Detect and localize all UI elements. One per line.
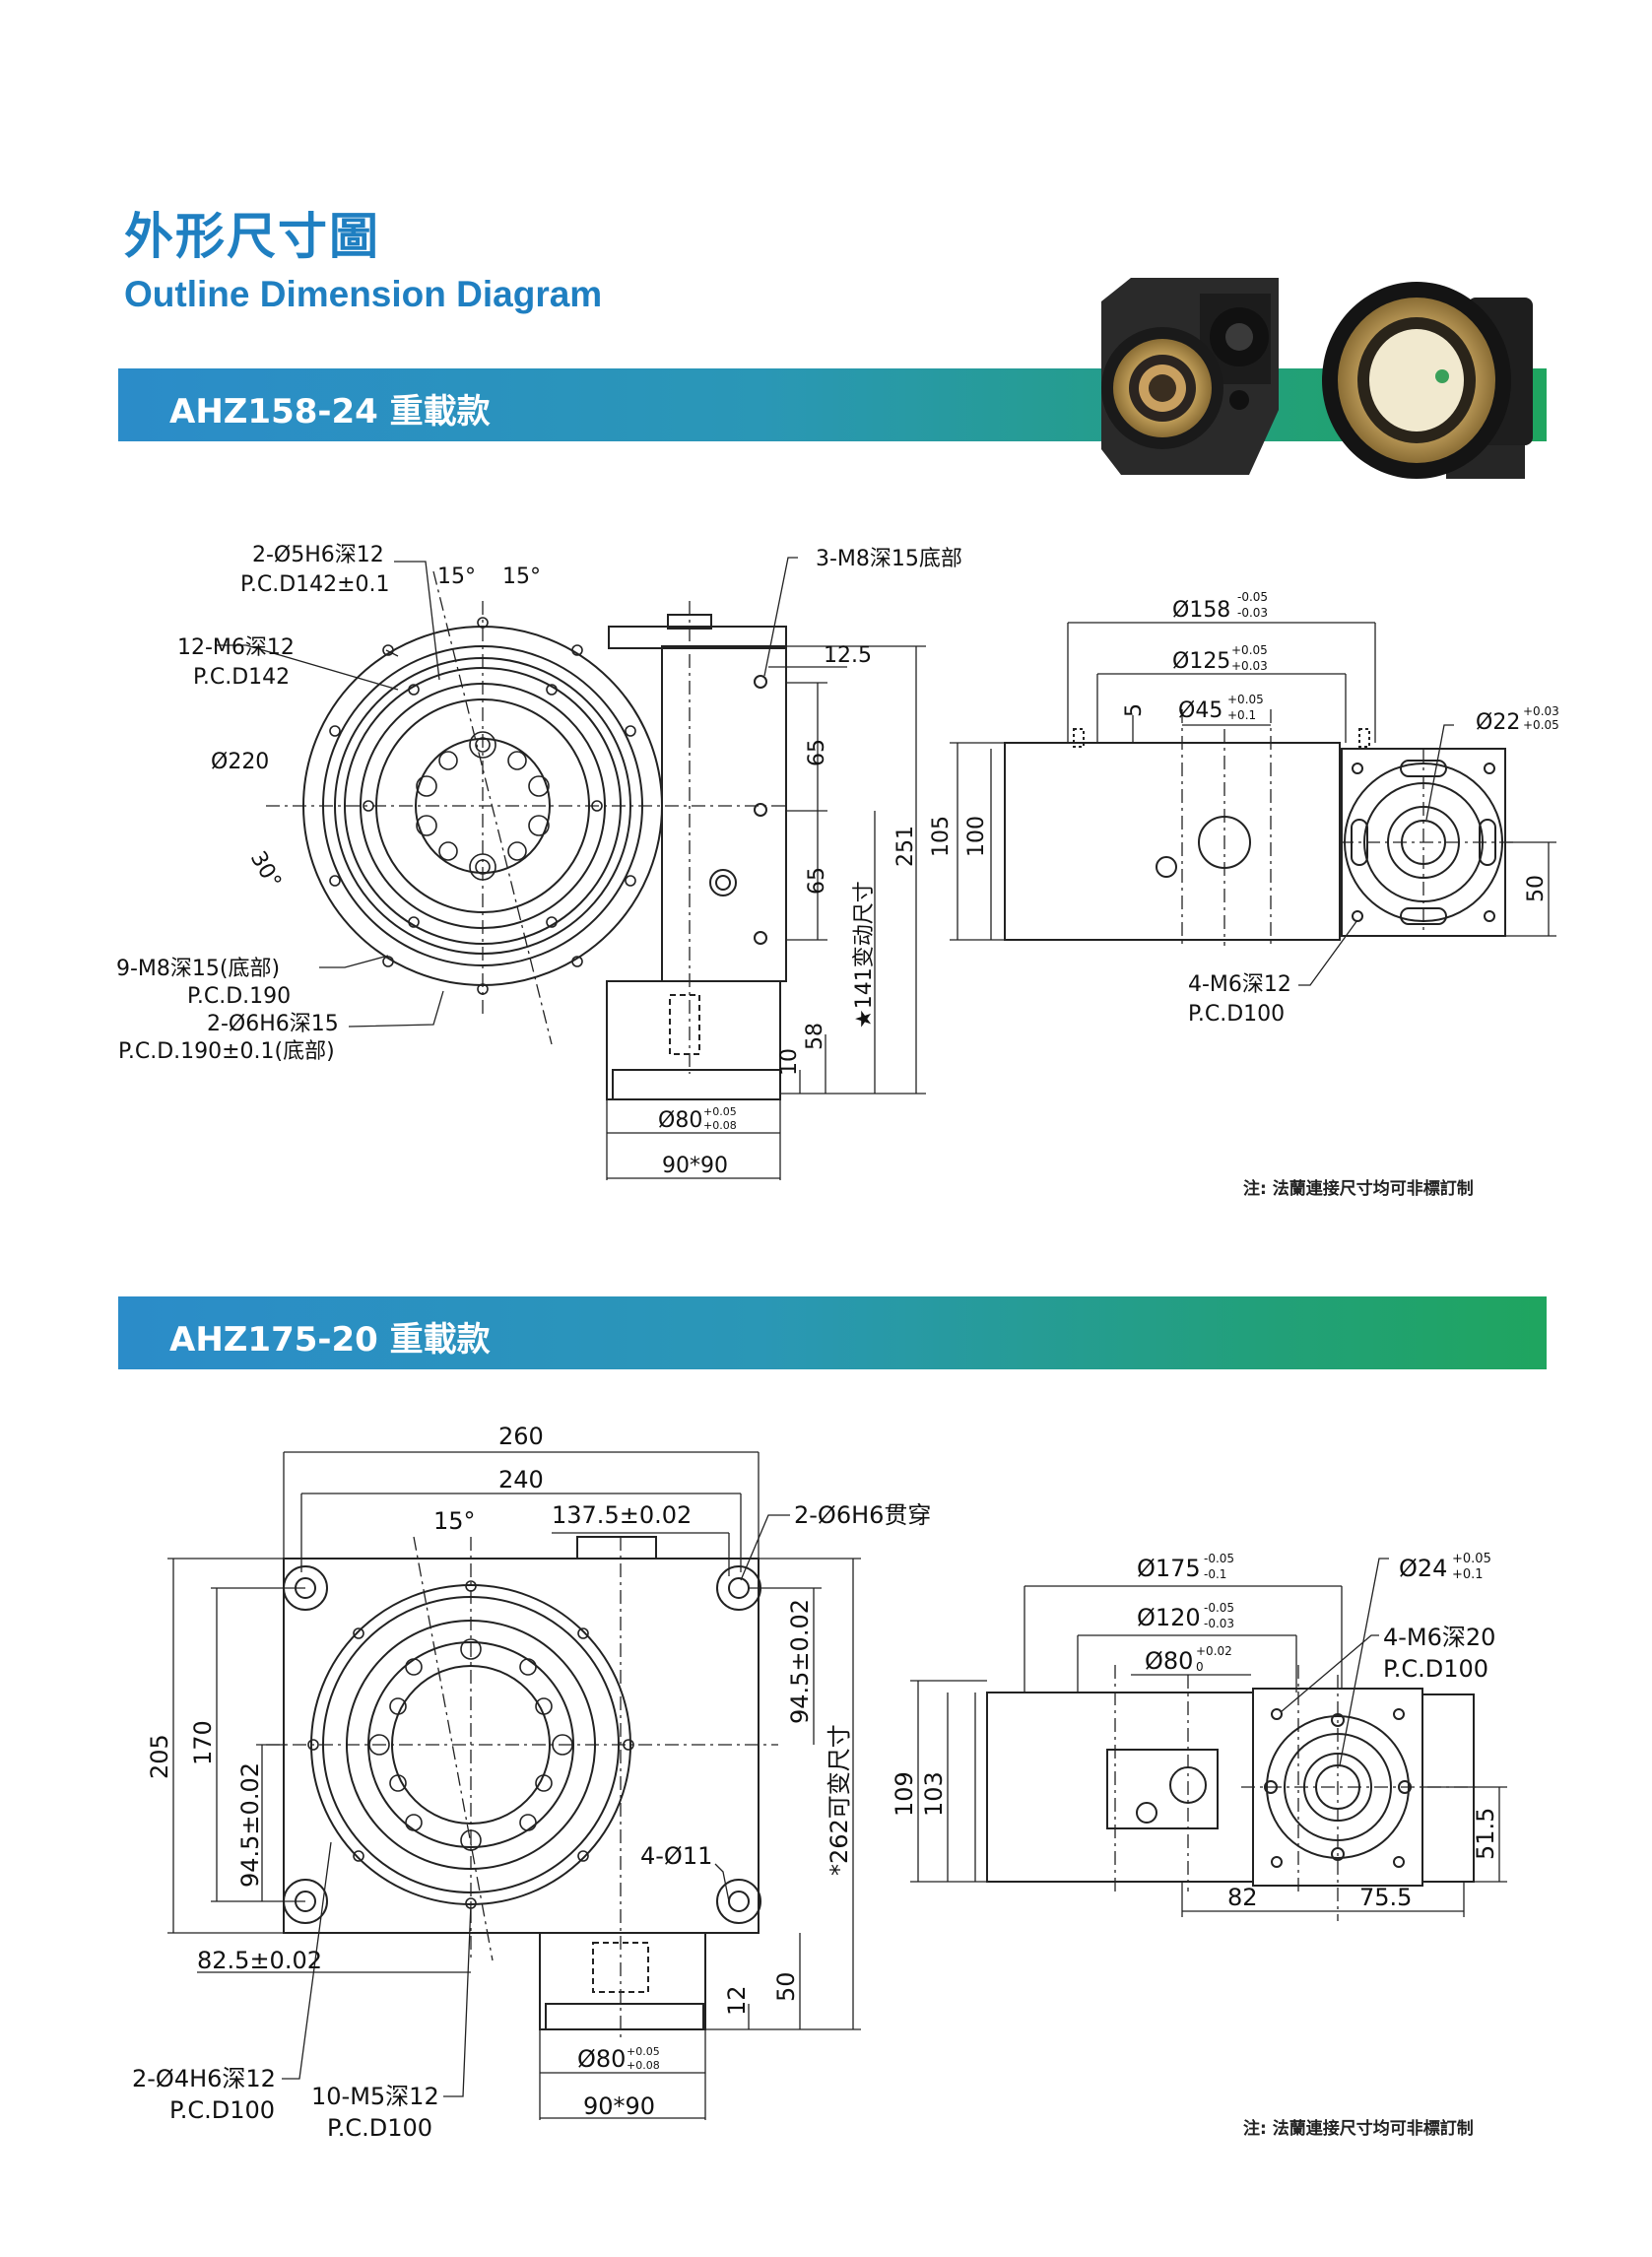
ahz158-thread-m8: 9-M8深15(底部) xyxy=(116,957,280,981)
ahz175-dim-240: 240 xyxy=(498,1466,544,1494)
ahz175-dim-12: 12 xyxy=(723,1985,751,2016)
ahz175-hole-4: 4-Ø11 xyxy=(640,1842,712,1870)
section-title-ahz175: AHZ175-20 重載款 xyxy=(169,1320,491,1360)
ahz175-side-dia-80-tol-up: +0.02 xyxy=(1196,1644,1232,1658)
ahz175-dim-137-5: 137.5±0.02 xyxy=(552,1501,692,1529)
ahz158-angle-a: 15° xyxy=(437,564,476,589)
ahz158-thread-m8-pcd: P.C.D.190 xyxy=(187,984,291,1009)
ahz158-side-dim-100: 100 xyxy=(964,816,989,857)
ahz175-side-dim-109: 109 xyxy=(891,1771,918,1817)
ahz175-note: 注: 法蘭連接尺寸均可非標訂制 xyxy=(1243,2119,1474,2139)
ahz175-thread-m5-pcd: P.C.D100 xyxy=(327,2114,432,2142)
ahz175-side-dia-24: Ø24 xyxy=(1399,1555,1447,1582)
ahz158-dia-80-tol-up: +0.05 xyxy=(703,1105,737,1118)
ahz175-side-dia-175-tol-dn: -0.1 xyxy=(1204,1567,1226,1581)
ahz175-dim-170: 170 xyxy=(189,1720,217,1765)
product-photo-front xyxy=(1101,278,1279,475)
ahz158-side-dia-158-tol-up: -0.05 xyxy=(1237,590,1268,604)
ahz175-dim-82-5: 82.5±0.02 xyxy=(197,1947,322,1974)
ahz158-note: 注: 法蘭連接尺寸均可非標訂制 xyxy=(1243,1179,1474,1199)
ahz158-side-dia-45-tol-dn: +0.1 xyxy=(1227,708,1256,722)
ahz158-side-dia-22: Ø22 xyxy=(1476,710,1520,735)
ahz175-dia-80-tol-dn: +0.08 xyxy=(627,2059,660,2072)
ahz158-side-dia-158: Ø158 xyxy=(1172,598,1230,623)
ahz175-side-dia-175-tol-up: -0.05 xyxy=(1204,1552,1234,1565)
ahz158-thread-m6-pcd: P.C.D142 xyxy=(193,665,290,690)
ahz158-hole-b-pcd: P.C.D.190±0.1(底部) xyxy=(118,1039,335,1064)
ahz175-dia-80-tol-up: +0.05 xyxy=(627,2045,660,2058)
ahz175-hole-b-pcd: P.C.D100 xyxy=(169,2096,275,2124)
ahz158-dim-58: 58 xyxy=(803,1023,827,1050)
ahz175-hole-b: 2-Ø4H6深12 xyxy=(132,2065,276,2092)
ahz175-side-thread-m6: 4-M6深20 xyxy=(1383,1624,1495,1651)
ahz158-dim-65a: 65 xyxy=(805,739,829,766)
ahz158-dim-10: 10 xyxy=(777,1048,802,1076)
product-photo-angle xyxy=(1322,282,1533,479)
ahz158-side-dia-125-tol-dn: +0.03 xyxy=(1231,659,1268,673)
ahz158-dim-65b: 65 xyxy=(805,867,829,895)
ahz175-dim-262: *262可变尺寸 xyxy=(826,1724,853,1876)
ahz158-dia-80-tol-dn: +0.08 xyxy=(703,1119,737,1132)
ahz158-thread-m6: 12-M6深12 xyxy=(177,635,295,660)
ahz158-side-dim-105: 105 xyxy=(929,816,954,857)
section-band-ahz158: AHZ158-24 重載款 xyxy=(118,368,1547,441)
ahz175-side-thread-m6-pcd: P.C.D100 xyxy=(1383,1655,1488,1683)
section-title-ahz158: AHZ158-24 重載款 xyxy=(169,392,491,431)
ahz158-side-dia-125-tol-up: +0.05 xyxy=(1231,643,1268,657)
ahz158-dim-141: ★141变动尺寸 xyxy=(852,881,877,1029)
ahz158-dia-220: Ø220 xyxy=(211,750,269,774)
ahz175-side-dia-80-tol-dn: 0 xyxy=(1196,1660,1204,1674)
ahz175-dim-50: 50 xyxy=(772,1971,800,2002)
ahz175-dim-205: 205 xyxy=(146,1734,173,1779)
ahz158-dia-80: Ø80 xyxy=(658,1108,702,1133)
ahz175-side-dim-82: 82 xyxy=(1227,1884,1258,1911)
ahz175-dim-260: 260 xyxy=(498,1423,544,1450)
ahz175-side-dia-80: Ø80 xyxy=(1145,1647,1193,1675)
ahz158-side-dia-45: Ø45 xyxy=(1178,698,1222,723)
ahz175-side-dim-75-5: 75.5 xyxy=(1359,1884,1412,1911)
ahz175-side-dia-120: Ø120 xyxy=(1137,1604,1201,1631)
ahz158-side-dia-22-tol-up: +0.03 xyxy=(1523,704,1559,718)
page-title-cn: 外形尺寸圖 xyxy=(124,208,380,265)
ahz158-angle-b: 15° xyxy=(502,564,541,589)
ahz175-angle-15: 15° xyxy=(433,1507,476,1535)
ahz175-thread-m5: 10-M5深12 xyxy=(311,2083,439,2110)
page-title-en: Outline Dimension Diagram xyxy=(124,274,603,314)
ahz175-side-dim-51-5: 51.5 xyxy=(1472,1808,1499,1860)
ahz175-side-dia-24-tol-up: +0.05 xyxy=(1452,1552,1491,1566)
ahz158-hole-a-pcd: P.C.D142±0.1 xyxy=(240,572,390,597)
ahz175-dim-94-5a: 94.5±0.02 xyxy=(786,1599,814,1724)
ahz175-dim-90: 90*90 xyxy=(583,2092,655,2120)
ahz158-side-dia-45-tol-up: +0.05 xyxy=(1227,693,1264,706)
ahz158-dim-90: 90*90 xyxy=(662,1154,728,1178)
ahz158-side-dim-5: 5 xyxy=(1122,703,1147,717)
section-band-ahz175: AHZ175-20 重載款 xyxy=(118,1296,1547,1369)
ahz158-front-view xyxy=(217,557,926,1180)
ahz175-hole-top: 2-Ø6H6贯穿 xyxy=(794,1501,931,1529)
ahz175-side-dia-175: Ø175 xyxy=(1137,1555,1201,1582)
ahz158-side-view xyxy=(950,622,1556,986)
ahz158-side-dia-125: Ø125 xyxy=(1172,649,1230,674)
ahz175-side-view xyxy=(910,1558,1507,1921)
ahz158-angle-30: 30° xyxy=(245,847,286,893)
ahz158-side-dia-22-tol-dn: +0.05 xyxy=(1523,718,1559,732)
ahz158-hole-b: 2-Ø6H6深15 xyxy=(207,1012,339,1036)
ahz175-dim-94-5b: 94.5±0.02 xyxy=(236,1762,264,1888)
ahz175-side-dim-103: 103 xyxy=(920,1771,948,1817)
ahz158-side-dia-158-tol-dn: -0.03 xyxy=(1237,606,1268,620)
ahz158-side-thread-m6: 4-M6深12 xyxy=(1188,972,1291,997)
ahz175-front-view xyxy=(167,1451,861,2120)
ahz158-side-dim-50: 50 xyxy=(1524,875,1549,902)
ahz175-dia-80: Ø80 xyxy=(577,2045,626,2073)
ahz158-hole-a-label: 2-Ø5H6深12 xyxy=(252,543,384,567)
ahz175-side-dia-24-tol-dn: +0.1 xyxy=(1452,1567,1484,1582)
ahz175-side-dia-120-tol-up: -0.05 xyxy=(1204,1601,1234,1615)
ahz175-side-dia-120-tol-dn: -0.03 xyxy=(1204,1617,1234,1630)
ahz158-dim-12-5: 12.5 xyxy=(824,643,872,668)
ahz158-thread-top: 3-M8深15底部 xyxy=(816,547,962,571)
ahz158-dim-251: 251 xyxy=(893,826,918,867)
ahz158-side-thread-m6-pcd: P.C.D100 xyxy=(1188,1002,1285,1027)
